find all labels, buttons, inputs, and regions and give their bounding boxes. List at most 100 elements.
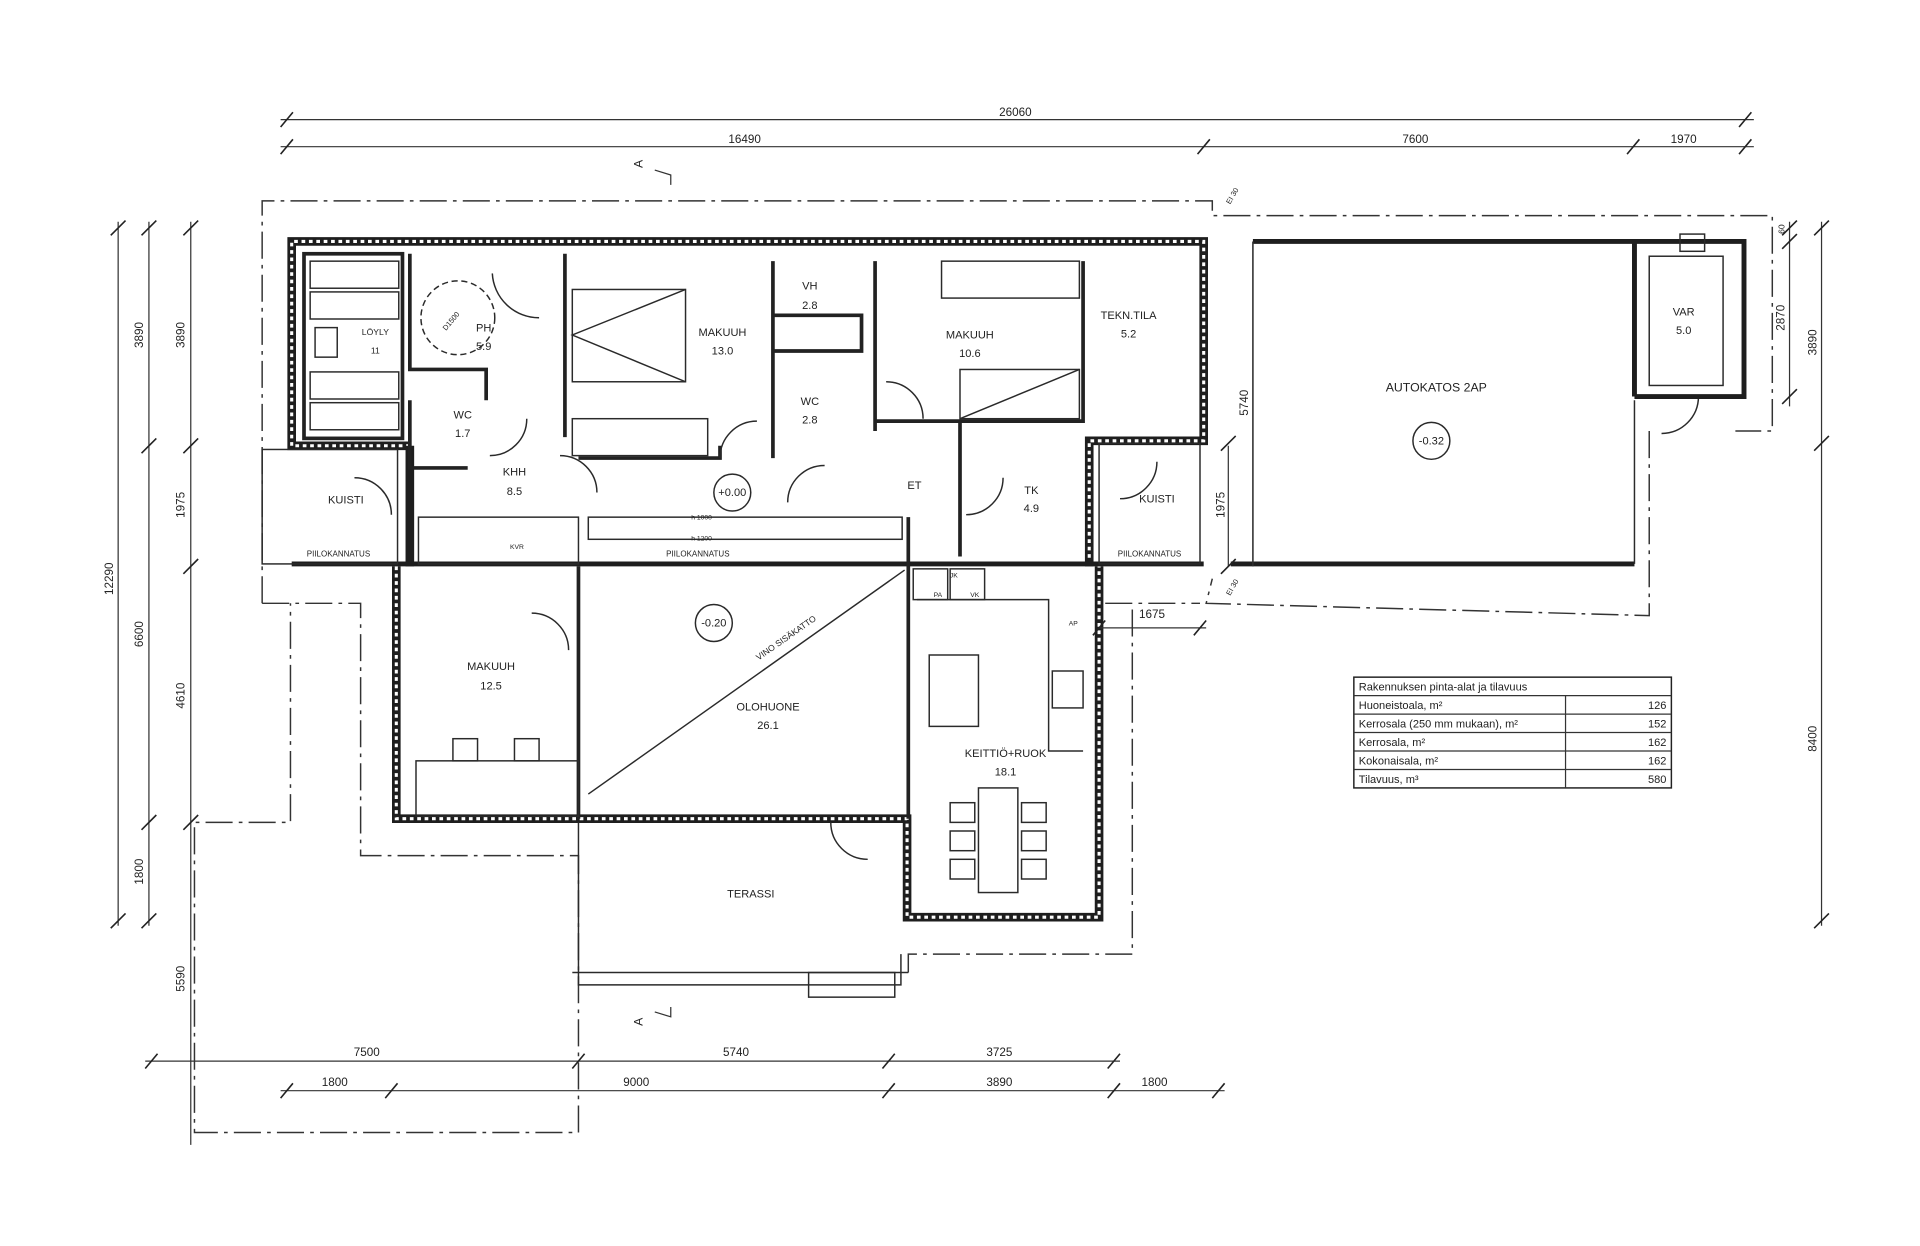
table-row-value: 126 — [1648, 700, 1666, 712]
dim-left-b: 1975 — [175, 491, 188, 518]
room-khh-area: 8.5 — [507, 486, 522, 498]
door-swing — [886, 381, 924, 419]
room-tekn-area: 5.2 — [1121, 328, 1136, 340]
kuisti-left — [261, 448, 399, 565]
door-swing — [559, 454, 598, 493]
dim-right: 8400 — [1807, 725, 1820, 752]
door-swing — [830, 822, 868, 861]
section-mark-bottom: A — [631, 1017, 645, 1026]
height-label: h 1200 — [691, 536, 712, 543]
room-olohuone-area: 26.1 — [757, 720, 779, 732]
roof-outline — [193, 200, 1774, 1134]
room-vh-area: 2.8 — [802, 300, 817, 312]
room-vh: VH — [802, 280, 817, 292]
room-wc2: WC — [801, 396, 819, 408]
dim-top: 7600 — [1402, 133, 1429, 146]
door-swing — [786, 464, 825, 503]
sauna-stove-icon — [314, 326, 338, 358]
fire-class-label: EI 30 — [1224, 186, 1240, 205]
chair-icon — [1020, 830, 1047, 852]
beam-label: PIILOKANNATUS — [307, 550, 370, 559]
dim-right: 3890 — [1807, 329, 1820, 356]
room-ph-area: 5.9 — [476, 341, 491, 353]
dim-top-total: 26060 — [999, 106, 1032, 119]
door-swing — [489, 418, 528, 457]
dim-left-b: 5590 — [175, 965, 188, 992]
room-tk: TK — [1024, 485, 1039, 497]
room-wc1-area: 1.7 — [455, 428, 470, 440]
door-swing — [531, 612, 570, 651]
dimensions: 26060 16490 7600 1970 12290 3890 6600 18… — [103, 106, 1830, 1145]
chair-icon — [1020, 801, 1047, 824]
room-wc1: WC — [454, 410, 472, 422]
level-markers: +0.00 -0.32 -0.20 — [694, 421, 1451, 643]
table-row-label: Kerrosala (250 mm mukaan), m² — [1359, 719, 1519, 731]
dim-right-b: 60 — [1777, 224, 1787, 234]
room-tk-area: 4.9 — [1024, 503, 1039, 515]
dim-bottom-b: 3890 — [986, 1076, 1013, 1089]
table-row-label: Tilavuus, m³ — [1359, 774, 1419, 786]
section-mark-top: A — [631, 159, 645, 168]
door-swing — [966, 477, 1004, 516]
room-terassi: TERASSI — [727, 888, 774, 900]
table-row-label: Kokonaisala, m² — [1359, 756, 1439, 768]
dim-bottom-a: 7500 — [354, 1046, 381, 1059]
room-makuuh2-area: 10.6 — [959, 348, 981, 360]
stove-icon — [1051, 670, 1084, 709]
level-main: +0.00 — [718, 487, 746, 499]
room-kuisti-right: KUISTI — [1139, 493, 1175, 505]
room-loyly: LÖYLY — [362, 327, 389, 337]
room-keittio: KEITTIÖ+RUOK — [965, 748, 1047, 760]
room-makuuh1: MAKUUH — [698, 327, 746, 339]
chair-icon — [949, 858, 976, 880]
dim-left-b: 3890 — [175, 322, 188, 349]
room-olohuone: OLOHUONE — [736, 701, 799, 713]
chair-icon — [949, 830, 976, 852]
room-makuuh2: MAKUUH — [946, 330, 994, 342]
ap-label: AP — [1069, 620, 1079, 627]
table-row-value: 152 — [1648, 719, 1666, 731]
room-loyly-area: 11 — [371, 345, 380, 355]
room-makuuh3: MAKUUH — [467, 661, 515, 673]
room-keittio-area: 18.1 — [995, 767, 1017, 779]
door-swing — [354, 477, 393, 515]
room-ph: PH — [476, 322, 491, 334]
area-table: Rakennuksen pinta-alat ja tilavuus Huone… — [1353, 676, 1673, 789]
kitchen-fixtures — [912, 568, 1084, 894]
dim-left-a: 1800 — [133, 858, 146, 885]
room-khh: KHH — [503, 466, 526, 478]
kvr-label: KVR — [510, 544, 524, 551]
terrace — [572, 822, 909, 998]
height-label: h 1000 — [691, 515, 712, 522]
level-living: -0.20 — [701, 618, 726, 630]
dim-garage: 1975 — [1215, 491, 1228, 518]
dim-bottom-b: 9000 — [623, 1076, 650, 1089]
table-row-label: Kerrosala, m² — [1359, 737, 1426, 749]
room-var-area: 5.0 — [1676, 325, 1691, 337]
dim-bottom-a: 5740 — [723, 1046, 750, 1059]
dim-bottom-a: 3725 — [986, 1046, 1013, 1059]
kitchen-island — [928, 654, 980, 728]
level-garage: -0.32 — [1419, 436, 1444, 448]
garage — [1230, 233, 1747, 567]
room-makuuh3-area: 12.5 — [480, 680, 502, 692]
jk-label: JK — [950, 572, 958, 579]
door-swing — [719, 420, 757, 459]
room-autokatos: AUTOKATOS 2AP — [1386, 381, 1487, 395]
door-swing — [1119, 461, 1158, 500]
shower-area — [420, 280, 496, 356]
fire-class-label: EI 30 — [1224, 578, 1240, 597]
beam-label: PIILOKANNATUS — [1118, 550, 1181, 559]
dim-left-total: 12290 — [103, 562, 116, 595]
table-row-value: 580 — [1648, 774, 1666, 786]
dim-bottom-b: 1800 — [322, 1076, 349, 1089]
room-labels: PH 5.9 LÖYLY 11 WC 1.7 KHH 8.5 MAKUUH 13… — [328, 280, 1695, 900]
room-wc2-area: 2.8 — [802, 415, 817, 427]
dim-kitchen-side: 1675 — [1139, 608, 1166, 621]
dim-left-a: 3890 — [133, 322, 146, 349]
dim-top: 16490 — [728, 133, 761, 146]
dim-top: 1970 — [1671, 133, 1698, 146]
beam-label: PIILOKANNATUS — [666, 550, 729, 559]
shower-diameter: D1500 — [441, 310, 462, 332]
section-arrow-icon — [654, 1007, 672, 1018]
